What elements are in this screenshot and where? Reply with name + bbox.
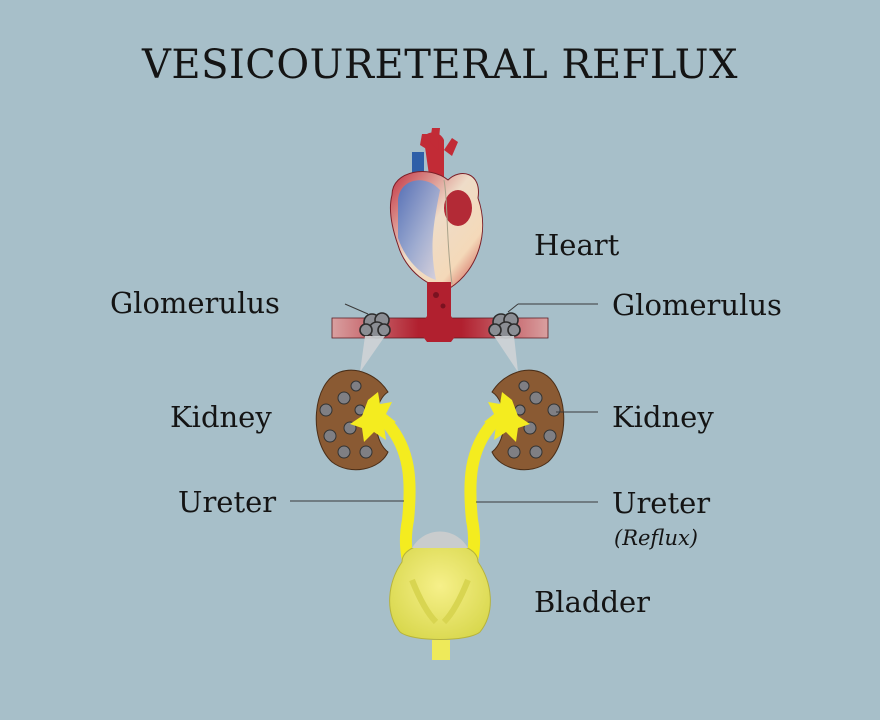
label-reflux-note: (Reflux) bbox=[614, 526, 698, 550]
renal-pelvis-right bbox=[484, 392, 530, 442]
kidney-right bbox=[491, 369, 565, 471]
glomerulus-left bbox=[359, 312, 391, 339]
kidney-left bbox=[315, 369, 389, 471]
label-kidney-left: Kidney bbox=[170, 400, 272, 434]
label-kidney-right: Kidney bbox=[612, 400, 714, 434]
label-ureter-right: Ureter bbox=[612, 486, 711, 520]
bladder bbox=[389, 531, 491, 660]
label-ureter-left: Ureter bbox=[178, 485, 277, 519]
label-heart: Heart bbox=[534, 228, 620, 262]
label-glomerulus-left: Glomerulus bbox=[110, 286, 280, 320]
ureter-left bbox=[382, 418, 418, 578]
heart bbox=[389, 128, 484, 289]
ureter-right bbox=[462, 418, 498, 578]
renal-pelvis-left bbox=[350, 392, 396, 442]
glomerulus-right bbox=[488, 312, 521, 339]
label-glomerulus-right: Glomerulus bbox=[612, 288, 782, 322]
zoom-cone-left bbox=[360, 336, 385, 372]
diagram-title: VESICOURETERAL REFLUX bbox=[141, 42, 738, 88]
leader-lines bbox=[290, 303, 598, 503]
label-bladder: Bladder bbox=[534, 585, 651, 619]
zoom-cone-right bbox=[494, 336, 518, 372]
